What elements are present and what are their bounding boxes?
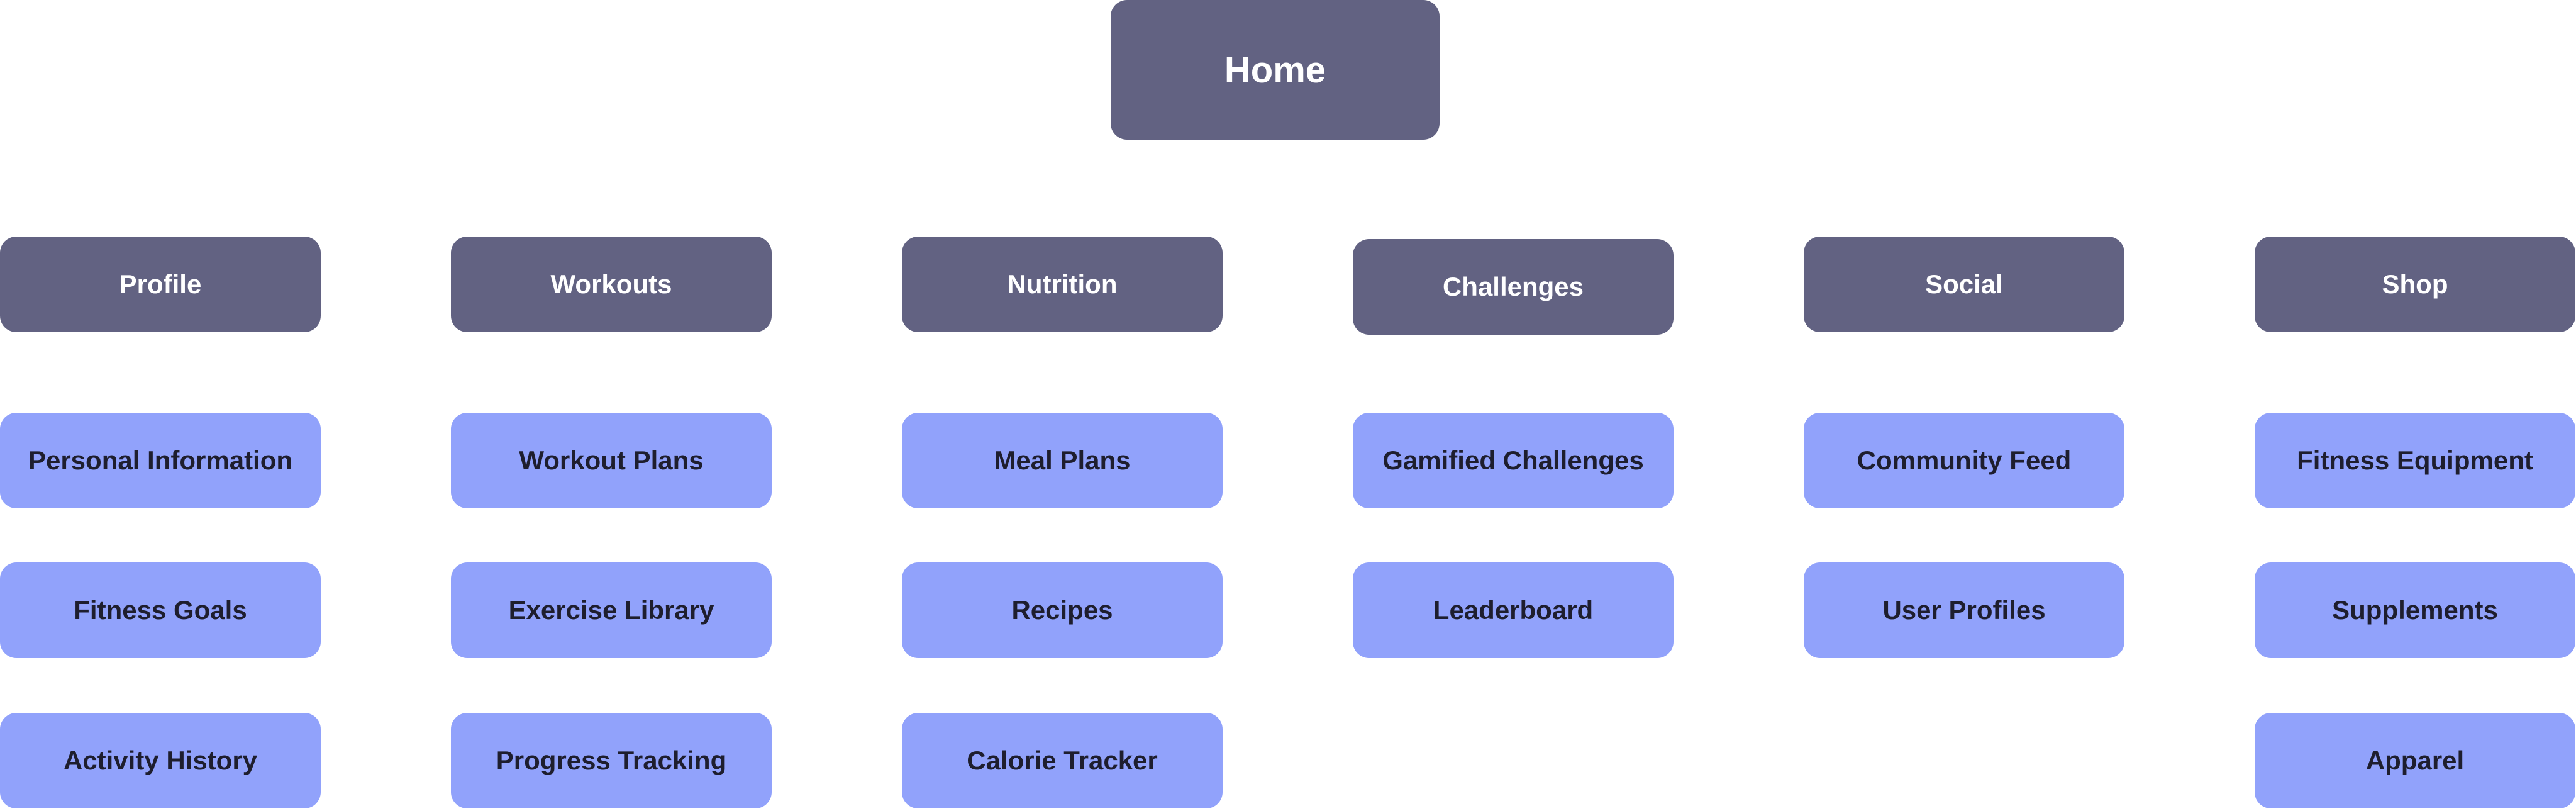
page-calorie-tracker[interactable]: Calorie Tracker <box>902 713 1223 808</box>
page-workout-plans[interactable]: Workout Plans <box>451 413 772 508</box>
page-community-feed[interactable]: Community Feed <box>1804 413 2124 508</box>
home-node[interactable]: Home <box>1111 0 1440 140</box>
section-challenges[interactable]: Challenges <box>1353 239 1674 335</box>
page-apparel[interactable]: Apparel <box>2255 713 2575 808</box>
page-recipes[interactable]: Recipes <box>902 562 1223 658</box>
section-workouts[interactable]: Workouts <box>451 237 772 332</box>
page-fitness-goals[interactable]: Fitness Goals <box>0 562 321 658</box>
page-meal-plans[interactable]: Meal Plans <box>902 413 1223 508</box>
page-leaderboard[interactable]: Leaderboard <box>1353 562 1674 658</box>
page-activity-history[interactable]: Activity History <box>0 713 321 808</box>
section-profile[interactable]: Profile <box>0 237 321 332</box>
page-user-profiles[interactable]: User Profiles <box>1804 562 2124 658</box>
section-nutrition[interactable]: Nutrition <box>902 237 1223 332</box>
page-fitness-equipment[interactable]: Fitness Equipment <box>2255 413 2575 508</box>
page-exercise-library[interactable]: Exercise Library <box>451 562 772 658</box>
section-shop[interactable]: Shop <box>2255 237 2575 332</box>
page-gamified-challenges[interactable]: Gamified Challenges <box>1353 413 1674 508</box>
page-supplements[interactable]: Supplements <box>2255 562 2575 658</box>
page-personal-information[interactable]: Personal Information <box>0 413 321 508</box>
page-progress-tracking[interactable]: Progress Tracking <box>451 713 772 808</box>
section-social[interactable]: Social <box>1804 237 2124 332</box>
